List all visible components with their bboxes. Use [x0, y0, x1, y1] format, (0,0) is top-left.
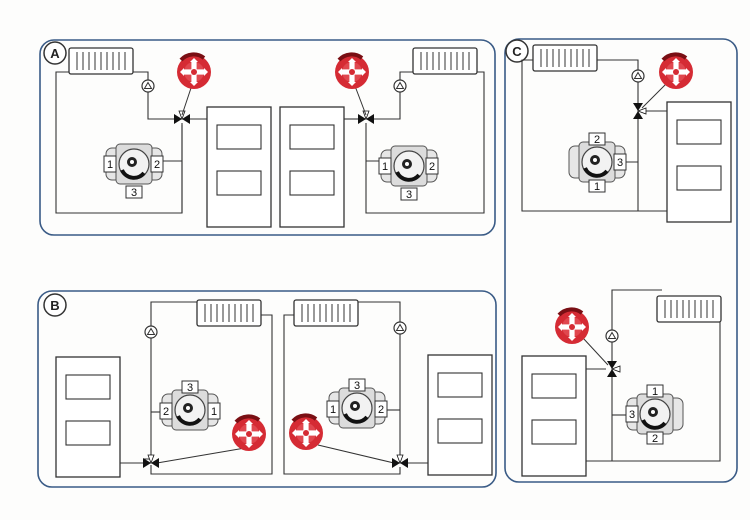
- panel-a: A 1 2 3: [39, 39, 496, 236]
- panel-a-border: [39, 39, 496, 236]
- panel-b-border: [37, 290, 497, 488]
- valve-port-label: 1: [382, 161, 388, 173]
- panel-c-badge: [505, 39, 529, 63]
- three-way-valve-icon: 3 1 2: [326, 378, 388, 430]
- pump-icon: [393, 321, 407, 335]
- panel-b-badge: [43, 293, 67, 317]
- valve-port-label: 2: [378, 404, 384, 416]
- valve-port-label: 2: [154, 159, 160, 171]
- pump-icon: [393, 79, 407, 93]
- panel-c-letter: C: [512, 44, 522, 59]
- valve-port-label: 3: [629, 409, 635, 421]
- pump-icon: [144, 325, 158, 339]
- boiler-icon: [279, 106, 345, 228]
- radiator-icon: [196, 299, 262, 327]
- pump-icon: [141, 79, 155, 93]
- panel-b: B 3 2 1: [37, 290, 497, 488]
- actuator-icon: [553, 307, 591, 346]
- radiator-icon: [412, 47, 478, 75]
- valve-port-label: 1: [652, 386, 658, 398]
- boiler-icon: [666, 101, 732, 223]
- actuator-icon: [175, 52, 213, 91]
- actuator-icon: [287, 413, 325, 452]
- pump-icon: [605, 329, 619, 343]
- three-way-valve-icon: 3 2 1: [159, 380, 221, 432]
- actuator-icon: [230, 414, 268, 453]
- valve-port-label: 2: [652, 433, 658, 445]
- panel-a-left-pipes: [55, 71, 207, 214]
- panel-c: C 2 3 1: [504, 38, 738, 483]
- pump-icon: [631, 69, 645, 83]
- mixing-valve-icon: [173, 110, 191, 125]
- radiator-icon: [68, 47, 134, 75]
- actuator-link: [354, 85, 367, 116]
- actuator-icon: [333, 52, 371, 91]
- boiler-icon: [427, 354, 493, 476]
- radiator-icon: [293, 299, 359, 327]
- mixing-valve-icon: [357, 110, 375, 125]
- valve-port-label: 3: [617, 157, 623, 169]
- valve-port-label: 2: [594, 134, 600, 146]
- panel-b-right-pipes: [283, 301, 428, 475]
- three-way-valve-icon: 1 2 3: [103, 142, 164, 199]
- boiler-icon: [206, 106, 272, 228]
- three-way-valve-icon: 2 3 1: [567, 132, 627, 193]
- actuator-icon: [657, 52, 695, 91]
- valve-port-label: 1: [330, 404, 336, 416]
- valve-port-label: 3: [187, 382, 193, 394]
- panel-c-border: [504, 38, 738, 483]
- valve-port-label: 1: [107, 159, 113, 171]
- three-way-valve-icon: 1 3 2: [625, 384, 685, 445]
- valve-port-label: 3: [131, 187, 137, 199]
- panel-a-letter: A: [50, 46, 60, 61]
- radiator-icon: [532, 44, 598, 72]
- three-way-valve-icon: 1 2 3: [378, 144, 439, 201]
- panel-a-badge: [43, 41, 67, 65]
- boiler-icon: [521, 355, 587, 477]
- panel-b-letter: B: [50, 298, 59, 313]
- valve-port-label: 3: [406, 189, 412, 201]
- valve-port-label: 3: [354, 380, 360, 392]
- valve-port-label: 2: [163, 406, 169, 418]
- valve-port-label: 1: [211, 406, 217, 418]
- valve-port-label: 2: [429, 161, 435, 173]
- mixing-valve-icon: [606, 360, 621, 378]
- actuator-link: [641, 81, 669, 109]
- valve-port-label: 1: [594, 181, 600, 193]
- boiler-icon: [55, 356, 121, 478]
- mixing-valve-icon: [391, 454, 409, 469]
- actuator-link: [582, 337, 609, 366]
- radiator-icon: [656, 295, 722, 323]
- actuator-link: [181, 84, 193, 116]
